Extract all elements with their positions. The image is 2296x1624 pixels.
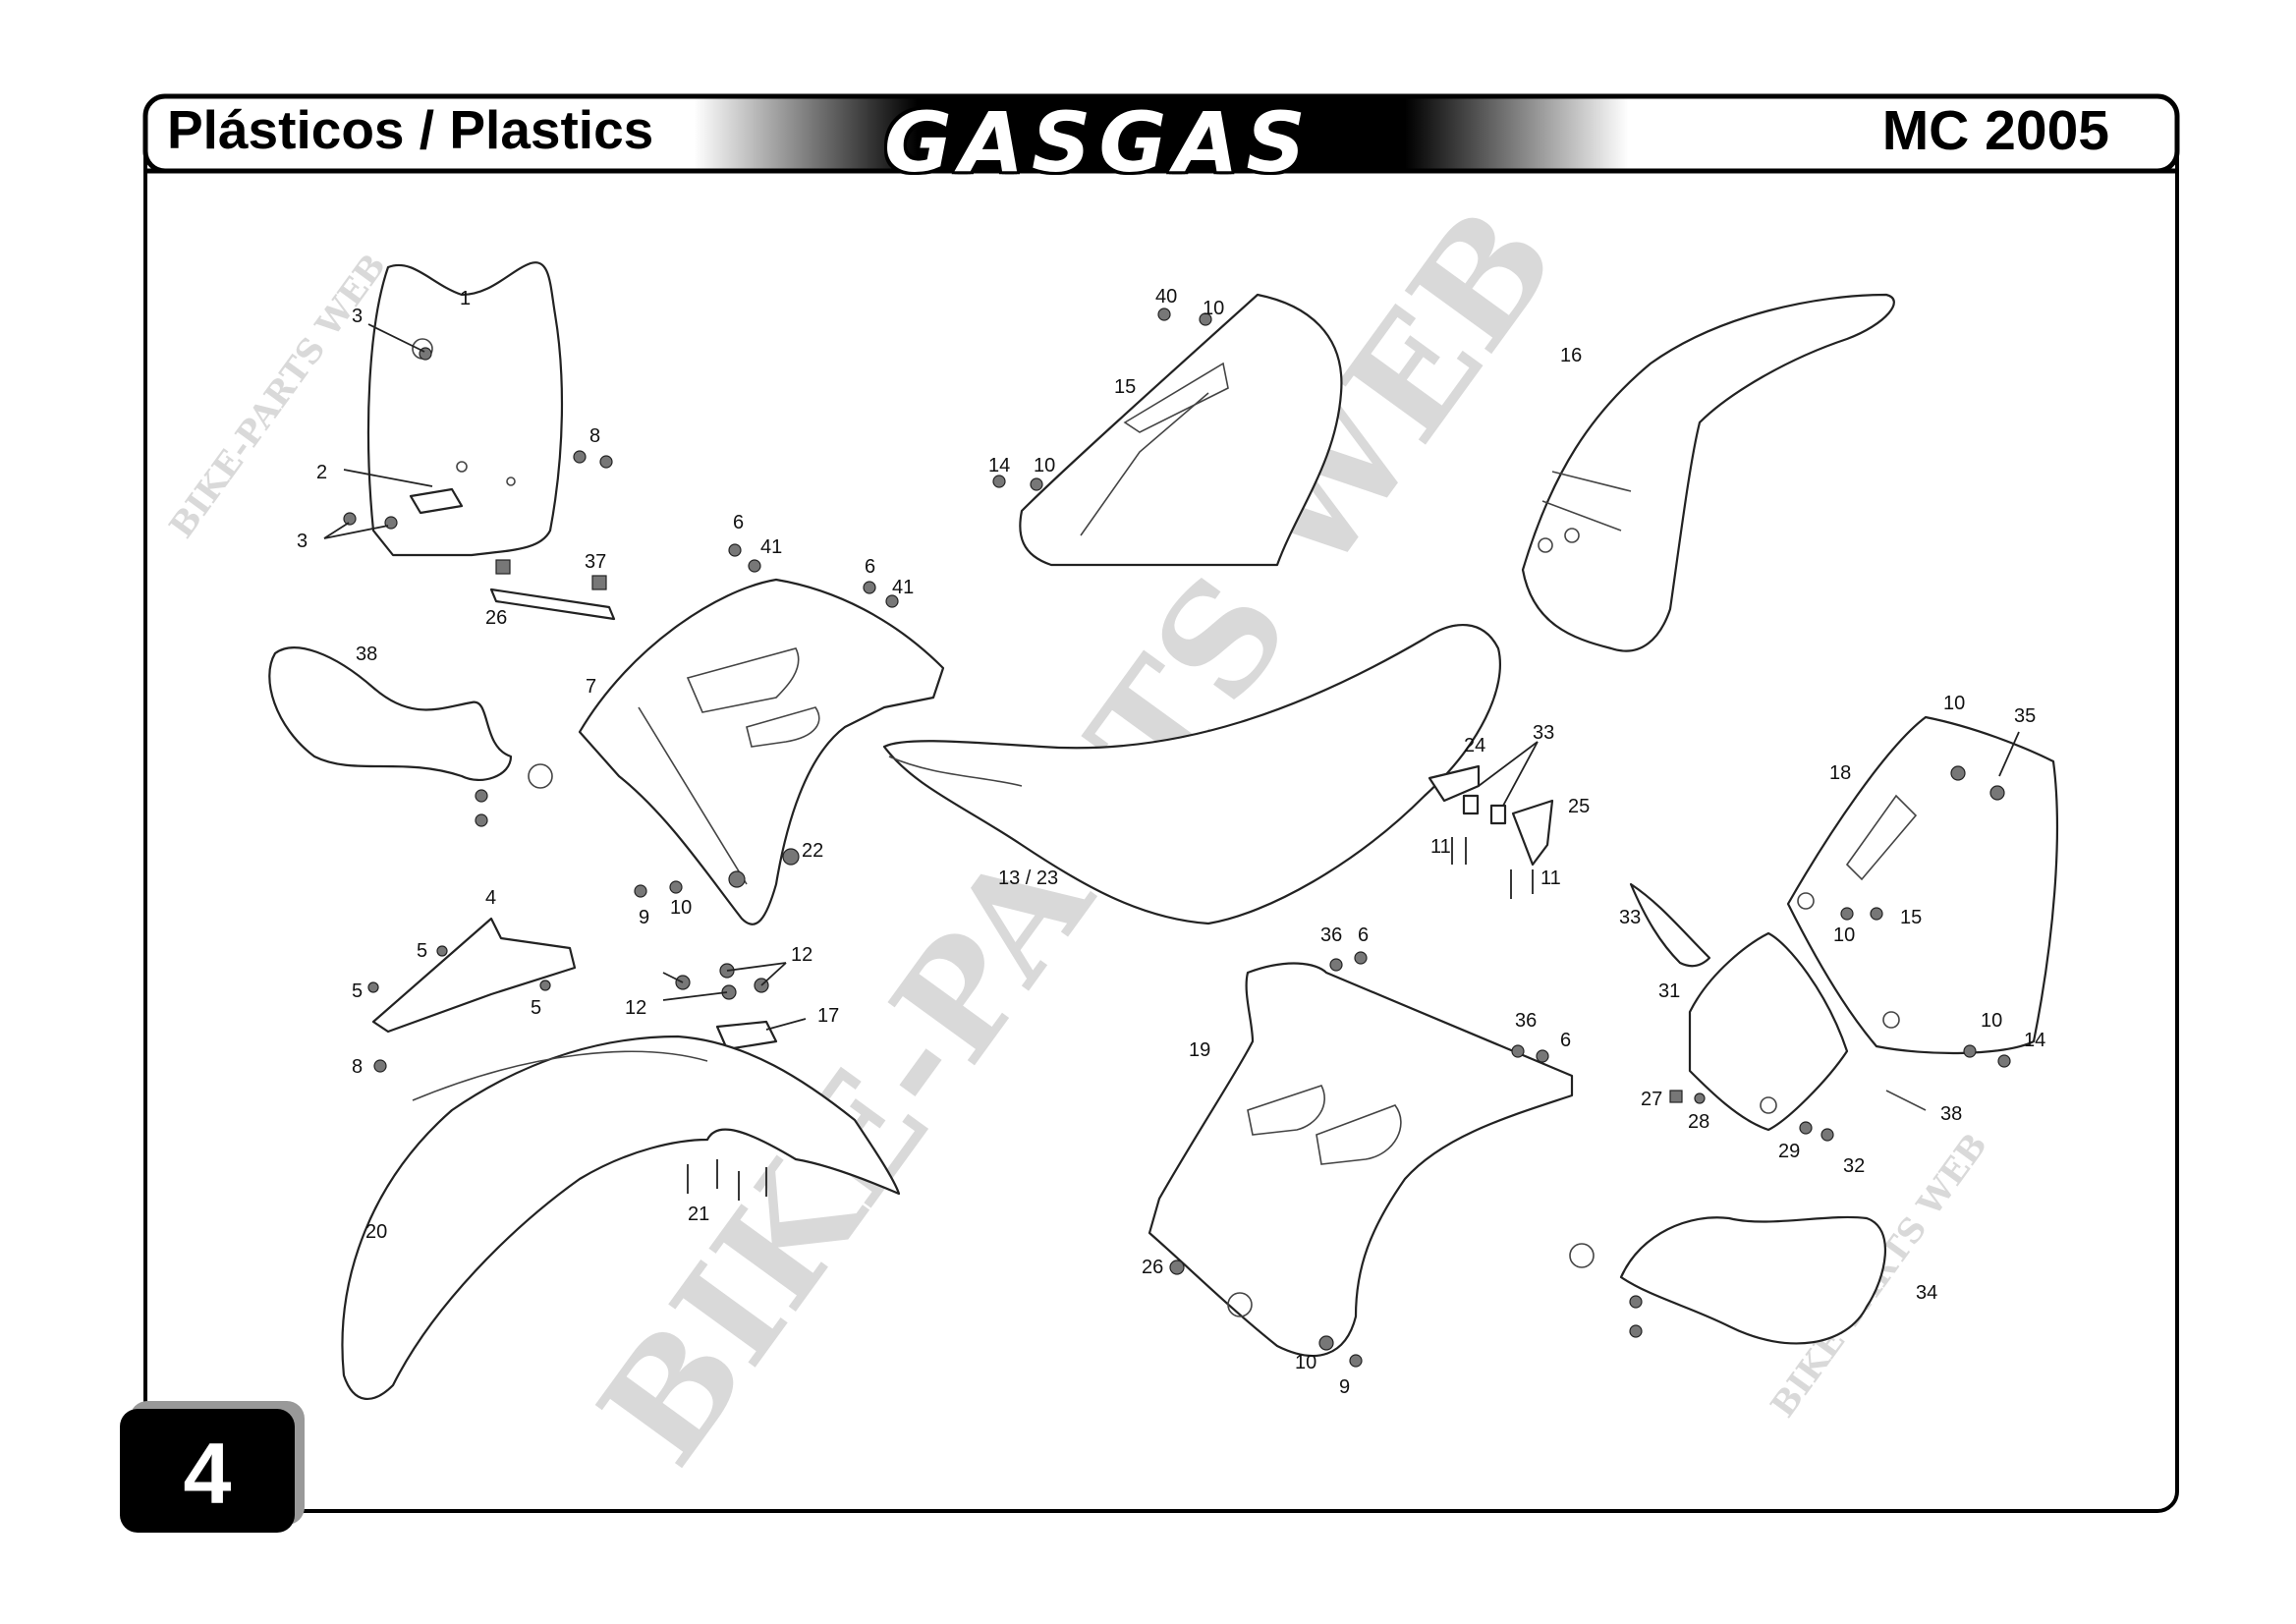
part-side-panel-right: [1786, 715, 2058, 1068]
callout-24: 24: [1464, 735, 1485, 756]
page-title: Plásticos / Plastics: [167, 99, 654, 160]
callout-26b: 26: [1142, 1257, 1163, 1278]
callout-40: 40: [1155, 286, 1177, 308]
part-radiator-scoop-left: [578, 543, 945, 925]
callout-10g: 10: [1981, 1010, 2002, 1032]
callout-17: 17: [817, 1005, 839, 1027]
callout-26a: 26: [485, 607, 507, 629]
callout-15a: 15: [1114, 376, 1136, 398]
callout-16: 16: [1560, 345, 1582, 366]
callout-12b: 12: [625, 997, 646, 1019]
callout-labels: 3 1 8 2 3 37 26 38 6 41 6 41 7 22 9 10 4…: [297, 286, 2045, 1398]
callout-6d: 6: [1560, 1030, 1571, 1051]
brand-logo: GASGAS: [884, 94, 1314, 191]
callout-14a: 14: [988, 455, 1010, 476]
callout-15b: 15: [1900, 907, 1922, 928]
callout-10a: 10: [670, 897, 692, 919]
callout-10f: 10: [1833, 924, 1855, 946]
part-seat-brackets: [1428, 764, 1554, 899]
callout-27: 27: [1641, 1089, 1662, 1110]
callout-33b: 33: [1619, 907, 1641, 928]
part-radiator-scoop-right: [1148, 951, 1574, 1368]
callout-33a: 33: [1533, 722, 1554, 744]
callout-20: 20: [365, 1221, 387, 1243]
callout-10e: 10: [1943, 693, 1965, 714]
model-label: MC 2005: [1881, 99, 2109, 162]
callout-41b: 41: [892, 577, 914, 598]
callout-25: 25: [1568, 796, 1590, 817]
callout-38b: 38: [1940, 1103, 1962, 1125]
leader-lines: [323, 323, 2020, 1031]
callout-3b: 3: [297, 531, 308, 552]
callout-5c: 5: [531, 997, 541, 1019]
callout-28: 28: [1688, 1111, 1709, 1133]
part-handguard-right: [1569, 1215, 1887, 1345]
part-front-fender: [341, 1035, 901, 1401]
part-side-panel-left: [992, 293, 1343, 567]
part-handguard-left: [268, 646, 553, 827]
callout-6b: 6: [865, 556, 875, 578]
callout-9a: 9: [639, 907, 649, 928]
callout-21: 21: [688, 1204, 709, 1225]
callout-41a: 41: [760, 536, 782, 558]
page-number: 4: [183, 1425, 232, 1522]
callout-32: 32: [1843, 1155, 1865, 1177]
callout-1: 1: [460, 288, 471, 309]
callout-6a: 6: [733, 512, 744, 533]
part-rear-fender: [1521, 293, 1895, 652]
callout-11b: 11: [1540, 868, 1561, 889]
callout-36b: 36: [1515, 1010, 1537, 1032]
part-bracket-4: [367, 917, 577, 1073]
callout-34: 34: [1916, 1282, 1937, 1304]
callout-2: 2: [316, 462, 327, 483]
callout-11a: 11: [1430, 836, 1451, 858]
callout-19: 19: [1189, 1039, 1210, 1061]
callout-10d: 10: [1295, 1352, 1316, 1373]
part-number-plate: [343, 261, 613, 557]
callout-10b: 10: [1203, 298, 1224, 319]
callout-6c: 6: [1358, 924, 1369, 946]
callout-9b: 9: [1339, 1376, 1350, 1398]
part-fender-bracket-17: [675, 963, 778, 1051]
callout-5a: 5: [417, 940, 427, 962]
page-tab: [120, 1409, 295, 1533]
callout-13-23: 13 / 23: [998, 868, 1058, 889]
callout-22: 22: [802, 840, 823, 862]
callout-4: 4: [485, 887, 496, 909]
callout-8a: 8: [589, 425, 600, 447]
callout-29: 29: [1778, 1141, 1800, 1162]
callout-37: 37: [585, 551, 606, 573]
callout-36a: 36: [1320, 924, 1342, 946]
callout-35: 35: [2014, 705, 2036, 727]
callout-31: 31: [1658, 980, 1680, 1002]
part-seat: [882, 624, 1501, 925]
watermark-top-left: BIKE-PARTS WEB: [162, 247, 394, 545]
callout-12a: 12: [791, 944, 812, 966]
part-strap-26: [489, 559, 616, 621]
callout-14b: 14: [2024, 1030, 2045, 1051]
callout-3a: 3: [352, 306, 363, 327]
callout-8b: 8: [352, 1056, 363, 1078]
part-scoop-31: [1629, 882, 1927, 1142]
callout-38a: 38: [356, 644, 377, 665]
callout-10c: 10: [1034, 455, 1055, 476]
callout-7: 7: [586, 676, 596, 698]
callout-18: 18: [1829, 762, 1851, 784]
callout-5b: 5: [352, 980, 363, 1002]
